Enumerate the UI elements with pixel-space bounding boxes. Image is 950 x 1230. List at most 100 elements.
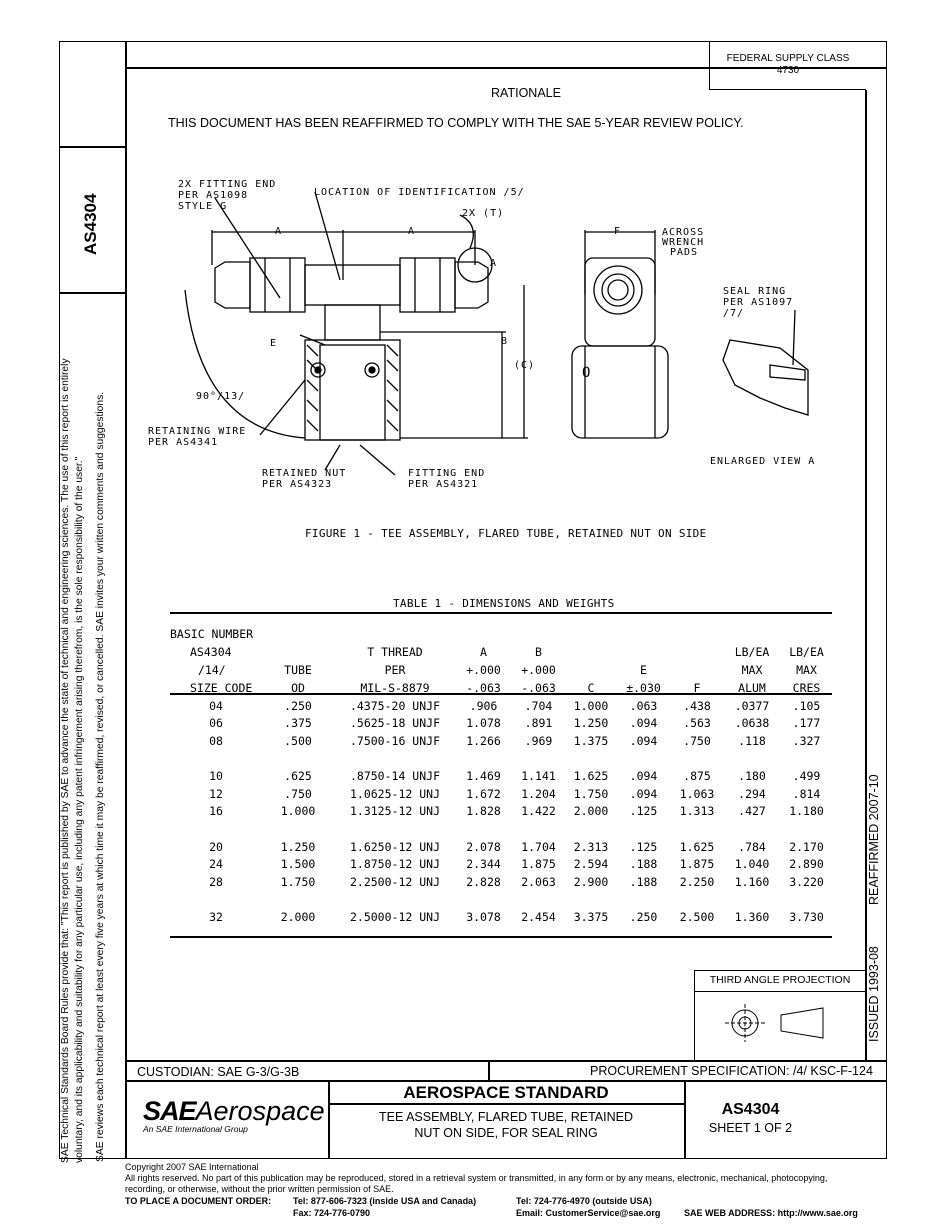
col-header-a: A+.000-.063 <box>466 645 501 695</box>
table-cell: 2.2500-12 UNJ <box>349 874 440 889</box>
table-cell <box>671 891 723 909</box>
side-board-rules-2: voluntary, and its applicability and sui… <box>74 456 85 1163</box>
table-cell: 1.6250-12 UNJ <box>349 839 440 854</box>
footer-order-label: TO PLACE A DOCUMENT ORDER: <box>125 1196 272 1206</box>
right-column-divider <box>865 90 867 1060</box>
table-cell: 32 <box>209 909 223 924</box>
title-block-top <box>125 1060 887 1062</box>
table-cell: .375 <box>284 716 312 731</box>
table-cell <box>456 891 511 909</box>
dim-f: F <box>614 226 621 237</box>
table-cell <box>781 750 832 768</box>
table-cell: 1.000 <box>573 698 609 713</box>
callout-retaining-wire-2: PER AS4341 <box>148 437 218 448</box>
table-cell <box>511 891 566 909</box>
table-cell: .704 <box>524 698 553 713</box>
tee-assembly-drawing: 2X FITTING END PER AS1098 STYLE G LOCATI… <box>148 179 814 490</box>
figure-caption: FIGURE 1 - TEE ASSEMBLY, FLARED TUBE, RE… <box>305 527 707 540</box>
table-cell: .891 <box>524 716 553 731</box>
table-cell: 2.500 <box>679 909 715 924</box>
table-cell <box>511 750 566 768</box>
reaffirmed-date: REAFFIRMED 2007-10 <box>867 774 881 905</box>
table-cell: .125 <box>629 839 658 854</box>
table-cell: .5625-18 UNJF <box>349 716 440 731</box>
table-cell: .094 <box>629 769 658 784</box>
supply-class-label: FEDERAL SUPPLY CLASS <box>726 53 850 64</box>
footer-tel-outside: Tel: 724-776-4970 (outside USA) <box>516 1196 652 1206</box>
projection-symbol <box>725 1004 824 1042</box>
table-cell: .105 <box>792 698 821 713</box>
table-cell: .094 <box>629 786 658 801</box>
table-cell <box>616 891 671 909</box>
table-cell: 1.375 <box>573 733 609 748</box>
table-cell: .427 <box>738 804 766 819</box>
table-cell: 1.500 <box>280 857 316 872</box>
table-cell <box>511 820 566 838</box>
table-cell: .327 <box>792 733 821 748</box>
footer-rights-1: All rights reserved. No part of this pub… <box>125 1173 828 1183</box>
logo-tagline: An SAE International Group <box>143 1124 248 1134</box>
table-cell: .499 <box>792 769 821 784</box>
footer-tel-inside: Tel: 877-606-7323 (inside USA and Canada… <box>293 1196 477 1206</box>
footer-fax: Fax: 724-776-0790 <box>293 1208 371 1218</box>
table-cell: 20 <box>209 839 223 854</box>
table-cell: .875 <box>683 769 711 784</box>
table-cell <box>671 820 723 838</box>
logo-divider <box>328 1080 330 1159</box>
table-cell: .250 <box>284 698 312 713</box>
side-box-top <box>59 146 126 148</box>
table-cell: .118 <box>738 733 766 748</box>
table-cell: 1.625 <box>679 839 715 854</box>
table-cell: .500 <box>284 733 312 748</box>
table-cell <box>334 891 456 909</box>
table-cell: 2.063 <box>521 874 556 889</box>
standard-type: AEROSPACE STANDARD <box>403 1083 609 1102</box>
table-cell: .0377 <box>734 698 770 713</box>
callout-fitting-end-4: FITTING END <box>408 468 485 479</box>
table-row <box>170 750 832 768</box>
number-divider <box>684 1080 686 1159</box>
table-cell: 1.469 <box>466 769 501 784</box>
table-cell <box>262 750 334 768</box>
table-cell <box>616 750 671 768</box>
table-cell <box>781 891 832 909</box>
table-cell: .969 <box>524 733 553 748</box>
projection-box: THIRD ANGLE PROJECTION <box>694 970 866 1060</box>
table-cell: 2.454 <box>521 909 556 924</box>
table-cell: 08 <box>209 733 223 748</box>
left-column-divider <box>125 41 127 1159</box>
table-cell: 3.078 <box>466 909 501 924</box>
side-box-bottom <box>59 292 126 294</box>
table-cell: 1.0625-12 UNJ <box>349 786 440 801</box>
table-cell <box>334 750 456 768</box>
rationale-title: RATIONALE <box>491 86 561 100</box>
issued-date: ISSUED 1993-08 <box>867 946 881 1042</box>
footer-rights-2: recording, or otherwise, without the pri… <box>125 1184 394 1194</box>
callout-2x-t: 2X (T) <box>462 208 504 219</box>
table-title: TABLE 1 - DIMENSIONS AND WEIGHTS <box>393 597 615 610</box>
title-line-2: NUT ON SIDE, FOR SEAL RING <box>414 1126 598 1140</box>
col-header-e: E±.030 <box>626 663 661 695</box>
title-line-1: TEE ASSEMBLY, FLARED TUBE, RETAINED <box>378 1110 633 1124</box>
dim-c: (C) <box>514 360 535 371</box>
table-cell: .125 <box>629 804 658 819</box>
table-bottom-rule <box>170 936 832 938</box>
table-cell: .438 <box>683 698 711 713</box>
table-cell: .250 <box>629 909 658 924</box>
col-header-b: B+.000-.063 <box>521 645 556 695</box>
callout-location-id: LOCATION OF IDENTIFICATION /5/ <box>314 187 525 198</box>
sheet-number: SHEET 1 OF 2 <box>708 1121 793 1135</box>
table-cell: 2.000 <box>573 804 609 819</box>
table-cell: 1.000 <box>280 804 316 819</box>
dim-b: B <box>501 336 508 347</box>
supply-class-value: 4730 <box>776 65 800 76</box>
table-cell <box>170 750 262 768</box>
table-cell: 1.704 <box>521 839 556 854</box>
